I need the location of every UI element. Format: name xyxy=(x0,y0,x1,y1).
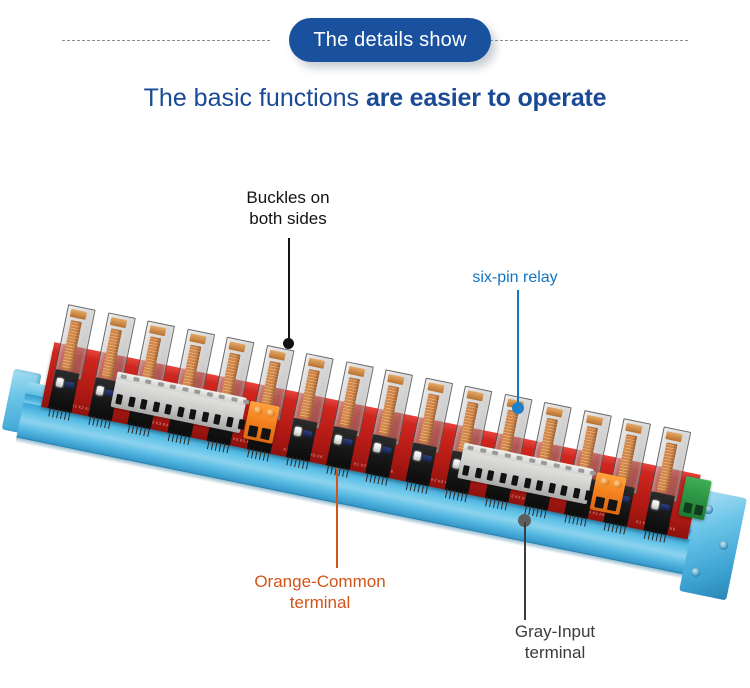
terminal-screw xyxy=(252,405,264,416)
callout-sixpin-line1: six-pin relay xyxy=(472,269,558,286)
relay-contact-plate xyxy=(228,341,246,353)
relay-copper-coil xyxy=(299,368,320,421)
callout-buckles-dot xyxy=(283,338,294,349)
terminal-hole xyxy=(559,485,568,497)
terminal-hole xyxy=(225,416,234,428)
callout-grayinput-label: Gray-Input terminal xyxy=(430,622,680,663)
terminal-hole xyxy=(510,475,519,487)
callout-sixpin-label: six-pin relay xyxy=(420,268,610,288)
relay-copper-coil xyxy=(418,393,439,445)
relay-contact-plate xyxy=(585,414,603,426)
callout-orange-line1: Orange-Common xyxy=(254,572,386,591)
terminal-hole xyxy=(247,425,259,438)
section-badge: The details show xyxy=(289,18,491,62)
terminal-hole xyxy=(461,464,470,476)
terminal-hole xyxy=(606,498,618,512)
terminal-hole xyxy=(486,470,495,482)
terminal-screw xyxy=(264,408,277,418)
callout-orange-leader xyxy=(336,468,338,568)
relay-contact-plate xyxy=(426,382,445,394)
terminal-hole xyxy=(594,496,606,509)
terminal-hole xyxy=(535,480,544,492)
relay-copper-coil xyxy=(378,385,400,437)
subtitle-light-part: The basic functions xyxy=(143,84,366,112)
callout-orange-line2: terminal xyxy=(289,592,351,612)
terminal-hole xyxy=(213,413,222,425)
callout-grayinput-leader xyxy=(524,522,526,620)
header-rule-left xyxy=(62,40,270,41)
callout-buckles-label: Buckles on both sides xyxy=(190,188,386,229)
relay-contact-plate xyxy=(69,308,88,320)
terminal-hole xyxy=(127,396,136,408)
terminal-hole xyxy=(151,401,160,413)
terminal-screw xyxy=(598,476,611,487)
relay-contact-plate xyxy=(466,390,484,402)
terminal-hole xyxy=(176,406,185,418)
terminal-hole xyxy=(474,467,483,479)
subtitle-bold-part: are easier to operate xyxy=(365,84,607,112)
relay-contact-plate xyxy=(545,406,564,418)
relay-copper-coil xyxy=(338,377,360,429)
callout-grayinput-line2: terminal xyxy=(524,642,586,662)
terminal-screw xyxy=(611,479,623,490)
relay-contact-plate xyxy=(347,365,365,377)
relay-contact-plate xyxy=(149,325,167,337)
terminal-hole xyxy=(260,427,272,441)
callout-buckles-line2: both sides xyxy=(249,208,327,228)
callout-sixpin-leader xyxy=(517,290,519,408)
terminal-hole xyxy=(682,502,693,514)
din-rail-screw xyxy=(718,540,729,551)
relay-contact-plate xyxy=(109,317,127,329)
relay-contact-plate xyxy=(268,349,286,361)
terminal-hole xyxy=(547,482,556,494)
terminal-hole xyxy=(572,487,581,499)
relay-contact-plate xyxy=(307,357,326,369)
header-rule-right xyxy=(480,40,688,41)
terminal-hole xyxy=(164,403,173,415)
terminal-hole xyxy=(188,408,197,420)
terminal-hole xyxy=(693,504,704,516)
relay-copper-coil xyxy=(61,320,82,372)
relay-contact-plate xyxy=(625,422,643,434)
din-rail-screw xyxy=(690,566,701,578)
section-badge-label: The details show xyxy=(313,29,467,51)
terminal-hole xyxy=(115,393,124,405)
terminal-hole xyxy=(200,411,209,423)
relay-contact-plate xyxy=(188,333,207,345)
relay-contact-plate xyxy=(664,431,683,443)
callout-buckles-leader xyxy=(288,238,290,344)
relay-contact-plate xyxy=(387,374,405,386)
callout-grayinput-line1: Gray-Input xyxy=(514,622,596,641)
callout-grayinput-dot xyxy=(518,514,531,527)
relay-copper-coil xyxy=(656,442,677,494)
callout-orange-label: Orange-Common terminal xyxy=(190,572,450,613)
callout-buckles-line1: Buckles on xyxy=(246,188,330,207)
page-subtitle: The basic functions are easier to operat… xyxy=(0,84,750,113)
terminal-hole xyxy=(523,477,532,489)
callout-sixpin-dot xyxy=(512,402,524,414)
terminal-hole xyxy=(498,472,507,484)
terminal-hole xyxy=(139,398,148,410)
page-header: The details show xyxy=(0,0,750,70)
